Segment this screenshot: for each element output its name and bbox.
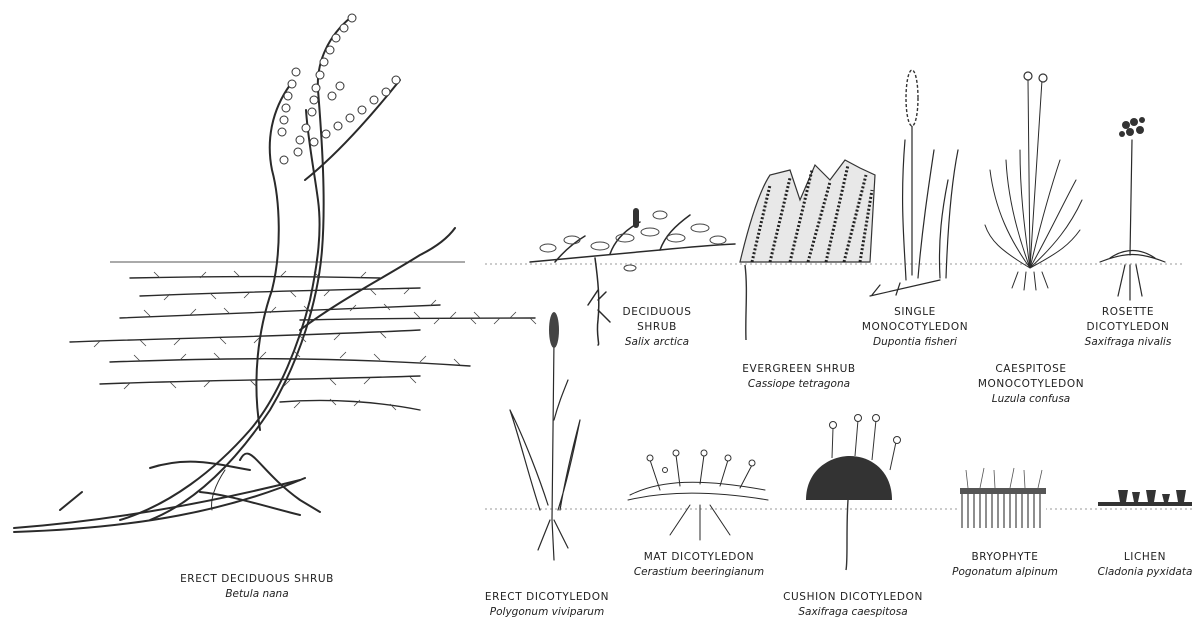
label-erect-deciduous-shrub: ERECT DECIDUOUS SHRUB Betula nana (180, 572, 334, 602)
mat-dicotyledon-drawing (628, 455, 768, 540)
species-name: Cassiope tetragona (742, 377, 855, 392)
growth-form-name: DECIDUOUS SHRUB (622, 305, 692, 335)
erect-deciduous-shrub-catkins (278, 14, 400, 164)
bryophyte-drawing (960, 468, 1046, 528)
cushion-dicotyledon-flowers (830, 415, 901, 444)
species-name: Salix arctica (622, 335, 692, 350)
growth-form-name: CAESPITOSE MONOCOTYLEDON (966, 362, 1096, 392)
species-name: Pogonatum alpinum (952, 565, 1058, 580)
caespitose-monocotyledon-drawing (985, 80, 1082, 290)
label-erect-dicotyledon: ERECT DICOTYLEDON Polygonum viviparum (485, 590, 609, 620)
growth-form-name: CUSHION DICOTYLEDON (783, 590, 923, 605)
rosette-dicotyledon-drawing (1100, 140, 1165, 300)
label-mat-dicotyledon: MAT DICOTYLEDON Cerastium beeringianum (634, 550, 764, 580)
label-deciduous-shrub: DECIDUOUS SHRUB Salix arctica (622, 305, 692, 350)
growth-form-name: ERECT DECIDUOUS SHRUB (180, 572, 334, 587)
species-name: Saxifraga nivalis (1083, 335, 1173, 350)
growth-form-name: MAT DICOTYLEDON (634, 550, 764, 565)
label-single-monocotyledon: SINGLE MONOCOTYLEDON Dupontia fisheri (858, 305, 973, 350)
single-monocotyledon-drawing (870, 110, 958, 296)
mat-dicotyledon-flowers (647, 450, 755, 473)
growth-form-name: ROSETTE DICOTYLEDON (1083, 305, 1173, 335)
growth-form-name: BRYOPHYTE (952, 550, 1058, 565)
growth-form-name: EVERGREEN SHRUB (742, 362, 855, 377)
label-evergreen-shrub: EVERGREEN SHRUB Cassiope tetragona (742, 362, 855, 392)
label-cushion-dicotyledon: CUSHION DICOTYLEDON Saxifraga caespitosa (783, 590, 923, 620)
deciduous-shrub-catkin (633, 208, 639, 228)
evergreen-shrub-drawing (740, 160, 875, 340)
lichen-drawing (1098, 490, 1192, 506)
species-name: Cladonia pyxidata (1098, 565, 1193, 580)
cushion-dicotyledon-drawing (806, 420, 896, 570)
growth-form-name: SINGLE MONOCOTYLEDON (858, 305, 973, 335)
single-monocotyledon-spike (906, 70, 918, 126)
growth-form-name: ERECT DICOTYLEDON (485, 590, 609, 605)
erect-deciduous-shrub-roots (70, 277, 535, 411)
label-caespitose-monocotyledon: CAESPITOSE MONOCOTYLEDON Luzula confusa (966, 362, 1096, 407)
erect-dicotyledon-drawing (510, 340, 580, 560)
erect-dicotyledon-spike (549, 312, 559, 348)
species-name: Cerastium beeringianum (634, 565, 764, 580)
species-name: Betula nana (180, 587, 334, 602)
rosette-dicotyledon-flowers (1119, 117, 1145, 137)
species-name: Dupontia fisheri (858, 335, 973, 350)
species-name: Saxifraga caespitosa (783, 605, 923, 620)
species-name: Polygonum viviparum (485, 605, 609, 620)
label-bryophyte: BRYOPHYTE Pogonatum alpinum (952, 550, 1058, 580)
caespitose-monocotyledon-heads (1024, 72, 1047, 82)
label-rosette-dicotyledon: ROSETTE DICOTYLEDON Saxifraga nivalis (1083, 305, 1173, 350)
species-name: Luzula confusa (966, 392, 1096, 407)
growth-form-name: LICHEN (1098, 550, 1193, 565)
label-lichen: LICHEN Cladonia pyxidata (1098, 550, 1193, 580)
